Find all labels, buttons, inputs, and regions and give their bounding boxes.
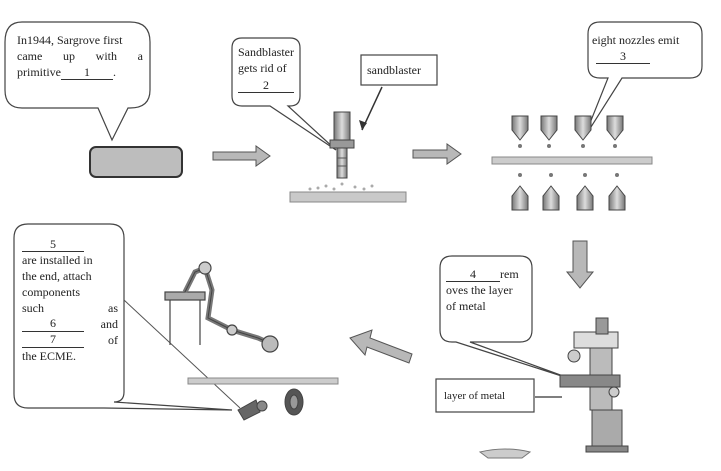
flow-arrow-4 [349, 329, 413, 364]
nozzle-array [511, 115, 626, 211]
robotic-arm [164, 261, 279, 353]
sandblaster-tool [329, 111, 355, 179]
bubble5-line6b: of [108, 333, 118, 347]
bubble5-text: 5 are installed in the end, attach compo… [22, 236, 118, 364]
bubble4-line3: of metal [446, 299, 486, 313]
bubble4-line2: oves the layer [446, 283, 513, 297]
bubble4-line1-suffix: rem [500, 267, 519, 281]
speech-bubble-5 [13, 223, 233, 411]
speech-bubble-1 [4, 21, 151, 142]
milling-machine [559, 317, 629, 453]
layer-label: layer of metal [444, 390, 506, 402]
sandblaster-label-box [360, 54, 438, 86]
blank-1: 1 [61, 65, 113, 80]
bubble5-line5b: and [100, 317, 118, 331]
work-surface-2 [187, 377, 339, 385]
bubble3-text: eight nozzles emit 3 [592, 32, 700, 64]
sandblaster-label: sandblaster [367, 63, 421, 77]
sand-particles [308, 182, 374, 191]
bubble1-suffix: . [113, 65, 116, 79]
pointer-line-5 [123, 299, 241, 409]
blank-7: 7 [22, 332, 84, 348]
speech-bubble-3 [583, 21, 703, 139]
bubble1-line2: came up with a [17, 49, 143, 63]
layer-label-box [435, 378, 535, 413]
bubble5-line4b: as [108, 301, 118, 315]
bubble5-line2: the end, attach [22, 269, 92, 283]
speech-bubble-2 [231, 37, 337, 151]
blank-4: 4 [446, 267, 500, 282]
metal-shaving-plate [478, 448, 532, 459]
bubble5-line4a: such [22, 301, 44, 315]
bubble1-line1: In1944, Sargrove first [17, 33, 123, 47]
flow-arrow-3 [565, 240, 595, 289]
components [237, 388, 304, 421]
bubble2-line1: Sandblaster [238, 45, 294, 59]
bubble2-line2: gets rid of [238, 61, 287, 75]
pointer-arrowhead [359, 120, 367, 130]
spray-drops [518, 144, 619, 177]
bubble1-text: In1944, Sargrove first came up with a pr… [17, 32, 143, 80]
bubble1-prefix: primitive [17, 65, 61, 79]
bubble5-line3: components [22, 285, 80, 299]
metal-plate [491, 156, 653, 165]
work-surface-1 [289, 191, 407, 203]
bubble5-line1: are installed in [22, 253, 93, 267]
flow-arrow-1 [212, 145, 271, 167]
flow-arrow-2 [412, 143, 462, 165]
speech-bubble-4 [439, 255, 575, 381]
blank-3: 3 [596, 49, 650, 64]
bubble5-line7: the ECME. [22, 349, 76, 363]
primitive-block [89, 146, 183, 178]
blank-6: 6 [22, 316, 84, 332]
blank-2: 2 [238, 78, 294, 93]
blank-5: 5 [22, 237, 84, 252]
bubble3-line1: eight nozzles emit [592, 33, 680, 47]
bubble2-text: Sandblaster gets rid of 2 [238, 44, 296, 93]
